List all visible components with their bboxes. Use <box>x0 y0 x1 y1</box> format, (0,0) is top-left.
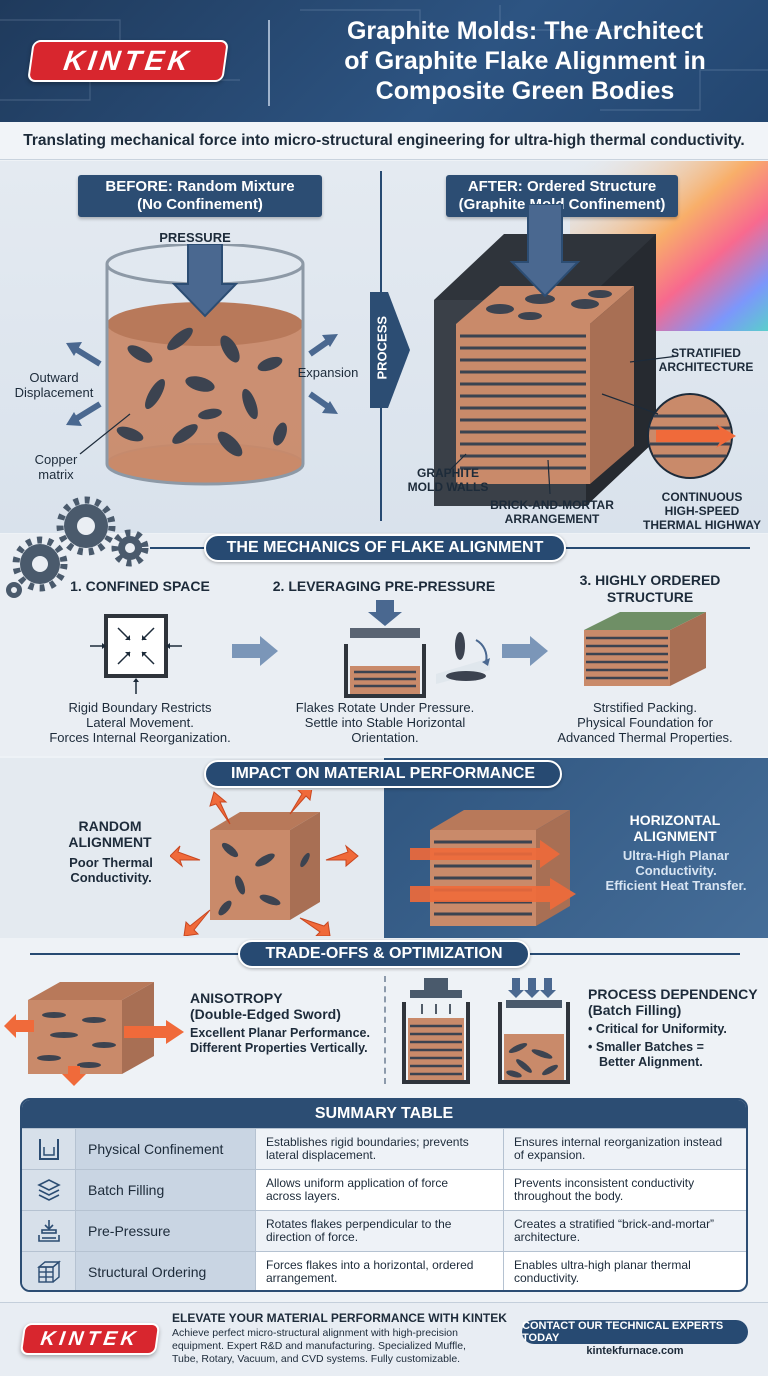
step3-description: Strstified Packing.Physical Foundation f… <box>557 700 733 745</box>
page-title: Graphite Molds: The Architect of Graphit… <box>344 17 706 105</box>
process-dependency-title: PROCESS DEPENDENCY(Batch Filling) <box>588 986 758 1018</box>
anisotropy-desc: Excellent Planar Performance.Different P… <box>190 1026 370 1055</box>
header-banner: KINTEK Graphite Molds: The Architect of … <box>0 0 768 122</box>
summary-table: SUMMARY TABLE Physical Confinement Estab… <box>20 1098 748 1292</box>
gears-icon <box>6 496 149 598</box>
batch-filling-illustration <box>402 978 570 1084</box>
tradeoffs-banner: TRADE-OFFS & OPTIMIZATION <box>238 940 530 968</box>
after-mold-illustration <box>434 204 736 506</box>
footer-url[interactable]: kintekfurnace.com <box>586 1345 684 1357</box>
bullet-smaller-batches: • Smaller Batches = <box>588 1040 704 1054</box>
random-cube-illustration <box>170 790 359 936</box>
horizontal-cube-illustration <box>410 810 576 926</box>
anisotropy-cube-illustration <box>4 982 184 1086</box>
mechanics-banner: THE MECHANICS OF FLAKE ALIGNMENT <box>204 534 566 562</box>
expansion-label: Expansion <box>297 365 359 380</box>
header-divider <box>268 20 270 106</box>
step-arrow-1 <box>232 636 278 666</box>
tradeoffs-divider <box>384 976 386 1084</box>
page-subtitle: Translating mechanical force into micro-… <box>0 122 768 160</box>
table-row: Pre-Pressure Rotates flakes perpendicula… <box>22 1210 746 1251</box>
pressure-label: PRESSURE <box>159 230 231 245</box>
footer-headline: ELEVATE YOUR MATERIAL PERFORMANCE WITH K… <box>172 1311 507 1325</box>
kintek-logo[interactable]: KINTEK <box>27 40 229 82</box>
step1-title: 1. CONFINED SPACE <box>70 578 210 594</box>
contact-experts-button[interactable]: CONTACT OUR TECHNICAL EXPERTS TODAY <box>522 1320 748 1344</box>
before-beaker-illustration <box>66 244 338 486</box>
press-icon <box>22 1211 76 1251</box>
step2-title: 2. LEVERAGING PRE-PRESSURE <box>272 578 496 594</box>
bullet-uniformity: • Critical for Uniformity. <box>588 1022 727 1036</box>
table-row: Batch Filling Allows uniform application… <box>22 1169 746 1210</box>
process-arrow <box>370 292 410 408</box>
cube-grid-icon <box>22 1252 76 1290</box>
table-row: Structural Ordering Forces flakes into a… <box>22 1251 746 1290</box>
pre-pressure-icon <box>344 600 490 698</box>
step-arrow-2 <box>502 636 548 666</box>
anisotropy-title: ANISOTROPY(Double-Edged Sword) <box>190 990 341 1022</box>
container-icon <box>22 1129 76 1169</box>
process-label: PROCESS <box>374 315 390 380</box>
table-row: Physical Confinement Establishes rigid b… <box>22 1128 746 1169</box>
process-dependency-bullets: • Critical for Uniformity. • Smaller Bat… <box>588 1022 764 1070</box>
summary-table-title: SUMMARY TABLE <box>22 1100 746 1128</box>
ordered-structure-icon <box>584 612 706 686</box>
confined-space-icon <box>90 614 182 694</box>
footer-body: Achieve perfect micro-structural alignme… <box>172 1327 466 1365</box>
before-label: BEFORE: Random Mixture(No Confinement) <box>78 175 322 217</box>
layers-icon <box>22 1170 76 1210</box>
footer-kintek-logo[interactable]: KINTEK <box>19 1323 161 1355</box>
impact-banner: IMPACT ON MATERIAL PERFORMANCE <box>204 760 562 788</box>
step2-description: Flakes Rotate Under Pressure.Settle into… <box>295 700 475 745</box>
